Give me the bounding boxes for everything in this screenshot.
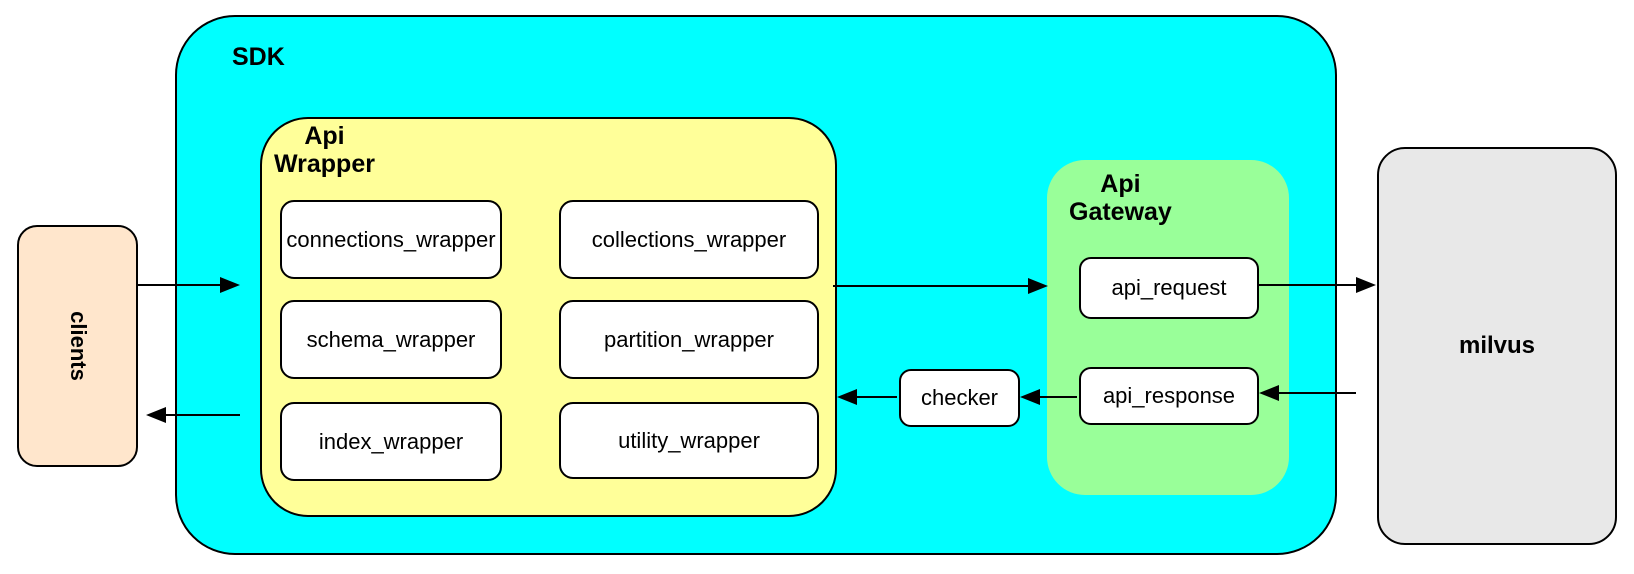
arrow-line (166, 413, 240, 417)
utility-wrapper-node: utility_wrapper (559, 402, 819, 479)
arrowhead-left-icon (837, 389, 857, 405)
arrow-line (1279, 391, 1356, 395)
arrowhead-right-icon (220, 277, 240, 293)
arrow-line (833, 284, 1028, 288)
arrow-line (857, 395, 897, 399)
sdk-container: SDK Api Wrapper connections_wrapper coll… (175, 15, 1337, 555)
milvus-node: milvus (1377, 147, 1617, 545)
api-gateway-container: Api Gateway api_request api_response (1047, 160, 1289, 495)
collections-wrapper-node: collections_wrapper (559, 200, 819, 279)
connections-wrapper-node: connections_wrapper (280, 200, 502, 279)
arrow-line (138, 283, 222, 287)
clients-node: clients (17, 225, 138, 467)
index-wrapper-node: index_wrapper (280, 402, 502, 481)
api-gateway-label-line2: Gateway (1069, 198, 1172, 226)
arrowhead-left-icon (1020, 389, 1040, 405)
api-response-node: api_response (1079, 367, 1259, 425)
api-wrapper-container: Api Wrapper connections_wrapper collecti… (260, 117, 837, 517)
checker-node: checker (899, 369, 1020, 427)
arrowhead-right-icon (1028, 278, 1048, 294)
partition-wrapper-node: partition_wrapper (559, 300, 819, 379)
api-wrapper-label-line2: Wrapper (274, 150, 375, 178)
milvus-label: milvus (1458, 332, 1536, 359)
arrow-line (1040, 395, 1077, 399)
arrowhead-right-icon (1356, 277, 1376, 293)
api-wrapper-label: Api Wrapper (274, 122, 375, 178)
schema-wrapper-node: schema_wrapper (280, 300, 502, 379)
api-wrapper-label-line1: Api (304, 122, 345, 150)
api-request-node: api_request (1079, 257, 1259, 319)
arrow-line (1257, 283, 1356, 287)
sdk-label: SDK (232, 43, 285, 71)
clients-label: clients (65, 311, 91, 381)
arrowhead-left-icon (146, 407, 166, 423)
api-gateway-label-line1: Api (1100, 170, 1141, 198)
api-gateway-label: Api Gateway (1069, 170, 1172, 226)
arrowhead-left-icon (1259, 385, 1279, 401)
